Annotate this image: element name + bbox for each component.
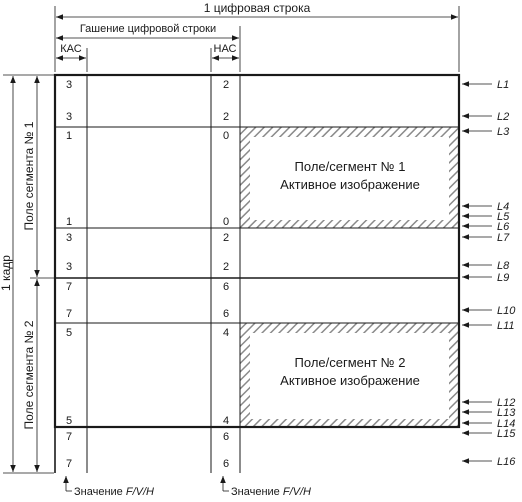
eav-value: 7 [66,308,72,320]
eav-value: 1 [66,216,72,228]
eav-value: 5 [66,327,72,339]
sav-value: 6 [223,308,229,320]
blanking-dimension: Гашение цифровой строки [56,23,241,72]
sav-value-callout: Значение F/V/H [220,476,311,498]
sav-value: 2 [223,79,229,91]
sav-value: 0 [223,216,229,228]
eav-label: КАС [60,43,82,55]
active-region-1-subtitle: Активное изображение [280,177,420,192]
sav-label: НАС [214,43,237,55]
line-marker: L12 [497,397,515,409]
active-region-2-subtitle: Активное изображение [280,373,420,388]
field1-label: Поле сегмента № 1 [22,121,36,230]
sav-value: 6 [223,281,229,293]
blanking-label: Гашение цифровой строки [80,23,216,35]
line-markers: L1 L2 L3 L4 L5 L6 L7 L8 L9 L10 L11 L12 L… [462,79,516,468]
line-marker: L15 [497,428,516,440]
eav-value: 1 [66,130,72,142]
line-label: 1 цифровая строка [204,1,311,15]
sav-value-label: Значение F/V/H [231,486,311,498]
eav-value: 3 [66,232,72,244]
eav-value: 3 [66,261,72,273]
line-marker: L8 [497,260,510,272]
sav-value: 2 [223,261,229,273]
sav-value: 2 [223,111,229,123]
line-marker: L4 [497,201,509,213]
eav-value: 7 [66,281,72,293]
sav-value: 6 [223,431,229,443]
frame-grid [53,73,461,473]
eav-value-callout: Значение F/V/H [63,476,154,498]
eav-value: 7 [66,431,72,443]
eav-value: 7 [66,458,72,470]
frame-label: 1 кадр [0,255,13,291]
line-dimension: 1 цифровая строка [54,1,460,72]
line-marker: L3 [497,126,510,138]
field2-label: Поле сегмента № 2 [22,320,36,429]
sav-value: 6 [223,458,229,470]
active-region-2-title: Поле/сегмент № 2 [295,355,406,370]
sav-dimension: НАС [210,43,239,72]
line-marker: L7 [497,232,510,244]
row-values: 3 2 3 2 1 0 1 0 3 2 3 2 7 6 7 6 5 4 5 4 … [66,79,229,470]
line-marker: L1 [497,79,509,91]
line-marker: L16 [497,456,516,468]
line-marker: L11 [497,320,515,332]
field1-dimension: Поле сегмента № 1 [22,76,54,279]
sav-value: 2 [223,232,229,244]
line-marker: L5 [497,211,510,223]
line-marker: L10 [497,305,516,317]
eav-dimension: КАС [56,43,88,72]
eav-value: 3 [66,111,72,123]
active-region-1-title: Поле/сегмент № 1 [295,159,406,174]
eav-value-label: Значение F/V/H [74,486,154,498]
frame-dimension: 1 кадр [0,74,54,474]
field2-dimension: Поле сегмента № 2 [22,279,40,472]
active-region-2-inner [250,333,449,419]
eav-value: 3 [66,79,72,91]
sav-value: 0 [223,130,229,142]
line-marker: L6 [497,221,510,233]
line-marker: L2 [497,111,509,123]
active-region-1-inner [250,137,449,220]
line-marker: L14 [497,418,515,430]
line-marker: L9 [497,272,509,284]
eav-value: 5 [66,415,72,427]
sav-value: 4 [223,327,229,339]
sav-value: 4 [223,415,229,427]
line-marker: L13 [497,407,516,419]
